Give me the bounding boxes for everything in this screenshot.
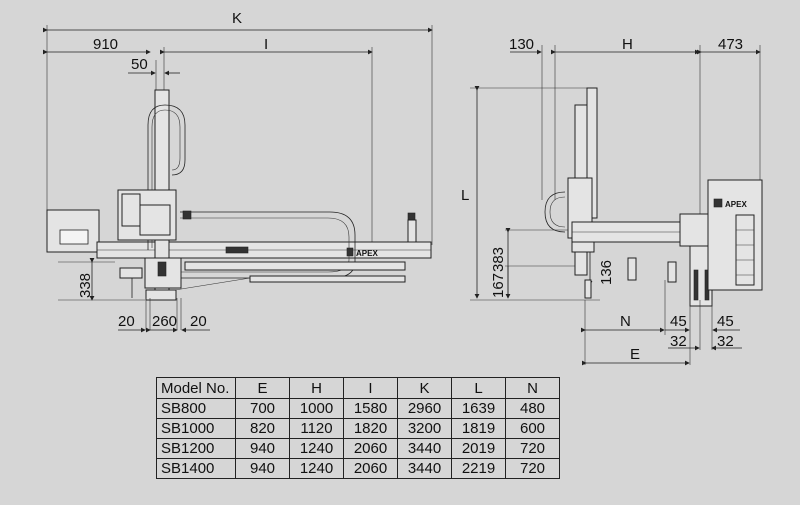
dim-label-910: 910: [93, 36, 118, 53]
dim-label-20-left: 20: [118, 313, 135, 330]
dimension-l: L: [461, 86, 600, 301]
table-row: SB1200 940 1240 2060 3440 2019 720: [156, 438, 560, 459]
dim-label-i: I: [264, 36, 268, 53]
cell: 2060: [343, 458, 398, 479]
side-vertical-arm: [544, 87, 598, 276]
gripper: [119, 257, 182, 301]
dim-label-n: N: [620, 313, 631, 330]
table-row: SB800 700 1000 1580 2960 1639 480: [156, 398, 560, 419]
cell: 940: [235, 458, 290, 479]
dimension-130-h-473: 130 H 473: [509, 36, 761, 220]
table-row: SB1000 820 1120 1820 3200 1819 600: [156, 418, 560, 439]
cell: 1120: [289, 418, 344, 439]
dimension-383-167: 383 167: [490, 228, 585, 299]
control-cabinet: APEX: [707, 179, 763, 291]
dim-label-473: 473: [718, 36, 743, 53]
header-n: N: [505, 377, 560, 399]
dim-label-e: E: [630, 346, 640, 363]
cell: 820: [235, 418, 290, 439]
dim-label-h: H: [622, 36, 633, 53]
dim-label-20-right: 20: [190, 313, 207, 330]
dim-label-l: L: [461, 187, 469, 204]
header-k: K: [397, 377, 452, 399]
header-model: Model No.: [156, 377, 236, 399]
front-logo: APEX: [356, 249, 378, 258]
cell: 700: [235, 398, 290, 419]
dim-label-260: 260: [152, 313, 177, 330]
header-e: E: [235, 377, 290, 399]
dim-label-167: 167: [490, 273, 507, 298]
spec-table-header-row: Model No. E H I K L N: [156, 377, 560, 399]
header-i: I: [343, 377, 398, 399]
dimension-50: 50: [128, 56, 180, 95]
dimension-910-i: 910 I: [43, 36, 373, 245]
cell-model: SB1400: [156, 458, 236, 479]
cell: 1240: [289, 458, 344, 479]
cell: 2960: [397, 398, 452, 419]
cell: 1580: [343, 398, 398, 419]
dimension-k: K: [43, 10, 433, 245]
dim-label-383: 383: [490, 247, 507, 272]
side-view: 130 H 473 L 383 167 136: [461, 36, 763, 366]
cell: 3440: [397, 458, 452, 479]
cell: 1819: [451, 418, 506, 439]
side-logo: APEX: [725, 200, 747, 209]
cell: 1240: [289, 438, 344, 459]
dim-label-136: 136: [598, 260, 615, 285]
cell-model: SB800: [156, 398, 236, 419]
table-row: SB1400 940 1240 2060 3440 2219 720: [156, 458, 560, 479]
dimension-136: 136: [587, 244, 615, 286]
cell: 1820: [343, 418, 398, 439]
spec-table: Model No. E H I K L N SB800 700 1000 158…: [156, 377, 560, 479]
cell: 1000: [289, 398, 344, 419]
front-view: K 910 I 50 APEX: [43, 10, 433, 333]
dimension-45-32: 45 45 32 32: [665, 300, 742, 365]
dim-label-50: 50: [131, 56, 148, 73]
cell: 2219: [451, 458, 506, 479]
cell: 480: [505, 398, 560, 419]
vertical-arm: [117, 89, 417, 291]
cell: 940: [235, 438, 290, 459]
cell: 720: [505, 438, 560, 459]
dimension-n: N: [581, 280, 666, 365]
cell: 3440: [397, 438, 452, 459]
cell-model: SB1000: [156, 418, 236, 439]
header-h: H: [289, 377, 344, 399]
dimension-e: E: [582, 346, 690, 366]
cell-model: SB1200: [156, 438, 236, 459]
cell: 720: [505, 458, 560, 479]
cell: 3200: [397, 418, 452, 439]
dim-label-32-left: 32: [670, 333, 687, 350]
cell: 1639: [451, 398, 506, 419]
cell: 2060: [343, 438, 398, 459]
side-beam: [571, 213, 717, 307]
dim-label-32-right: 32: [717, 333, 734, 350]
dimension-338: 338: [58, 258, 145, 301]
cell: 2019: [451, 438, 506, 459]
dim-label-45-right: 45: [717, 313, 734, 330]
dim-label-k: K: [232, 10, 242, 27]
dim-label-130: 130: [509, 36, 534, 53]
dimension-20-260-20: 20 260 20: [118, 298, 210, 333]
dim-label-45-left: 45: [670, 313, 687, 330]
cell: 600: [505, 418, 560, 439]
header-l: L: [451, 377, 506, 399]
dim-label-338: 338: [77, 273, 94, 298]
